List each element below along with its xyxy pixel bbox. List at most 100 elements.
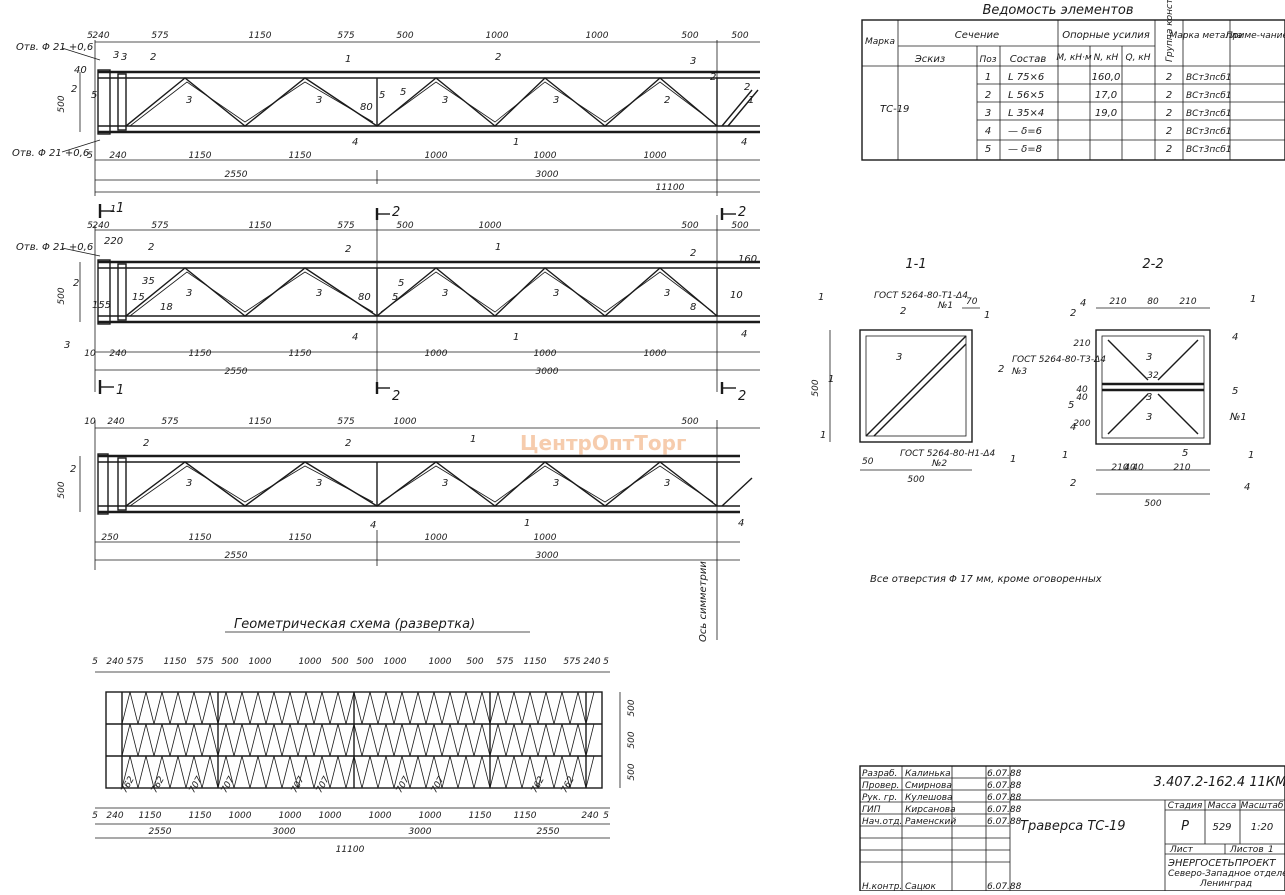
member-label: 3 [64, 340, 70, 351]
dim-value: 500 [356, 657, 373, 667]
member-label: 1 [1062, 450, 1068, 461]
member-label: 5 [379, 90, 385, 101]
member-label: 3 [316, 95, 322, 106]
table-mark: ТС-19 [880, 104, 909, 115]
dim-value: 240 [92, 31, 109, 41]
dim-value: 1000 [319, 811, 342, 821]
member-label: 5 [400, 87, 406, 98]
member-label: 4 [370, 520, 376, 531]
dim-value: 575 [151, 31, 168, 41]
table-title: Ведомость элементов [982, 3, 1133, 18]
table-cell: 2 [1166, 126, 1172, 137]
weld-note: ГОСТ 5264-80-Т1-Δ4 [874, 291, 968, 301]
tb-role: ГИП [862, 805, 881, 815]
table-header: Эскиз [914, 54, 945, 65]
dim-value: 5 [603, 811, 609, 821]
tb-value: Р [1181, 819, 1189, 834]
table-cell: 4 [985, 126, 991, 137]
dim-value: 1000 [534, 533, 557, 543]
hole-label: Отв. Φ 21 +0,6 [16, 242, 93, 253]
dim-value: 240 [581, 811, 598, 821]
member-label: 3 [553, 478, 559, 489]
dim-value: 200 [1073, 419, 1090, 429]
member-label: 1 [513, 137, 519, 148]
dim-value: 3000 [536, 367, 559, 377]
member-label: 3 [442, 95, 448, 106]
dim-value: 500 [731, 221, 748, 231]
dim-value: 1000 [425, 533, 448, 543]
member-label: 2 [1070, 478, 1076, 489]
dim-value: 80 [1147, 297, 1159, 307]
dim-value: 2550 [225, 551, 248, 561]
dim-value: 240 [109, 151, 126, 161]
diag-value: 707 [290, 775, 307, 795]
dim-value: 575 [496, 657, 513, 667]
table-cell: 2 [1166, 108, 1172, 119]
member-label: 3 [553, 95, 559, 106]
dim-value: 500 [57, 481, 67, 498]
dim-value: 3000 [536, 551, 559, 561]
member-label: 4 [1232, 332, 1238, 343]
section-2-2 [1095, 307, 1211, 495]
dim-value: 500 [627, 731, 637, 748]
tb-role: Н.контр. [862, 882, 902, 891]
dim-value: 1150 [289, 349, 312, 359]
tb-person: Калинька [905, 769, 951, 779]
drawing-name: Траверса ТС-19 [1020, 819, 1126, 834]
truss-view-1 [61, 40, 760, 196]
geometry-title: Геометрическая схема (развертка) [234, 617, 475, 632]
dim-value: 1150 [249, 417, 272, 427]
member-label: 2 [345, 244, 351, 255]
member-label: 4 [1080, 298, 1086, 309]
dim-value: 575 [126, 657, 143, 667]
member-label: 40 [74, 65, 87, 76]
member-label: 3 [186, 95, 192, 106]
member-label: 2 [148, 242, 154, 253]
member-label: 1 [820, 430, 826, 441]
dim-value: 50 [862, 457, 874, 467]
member-label: 1 [748, 95, 754, 106]
dim-value: 1000 [534, 151, 557, 161]
table-header: Состав [1010, 54, 1047, 65]
member-label: 18 [160, 302, 173, 313]
dim-value: 210 [1111, 463, 1128, 473]
tb-role: Провер. [862, 781, 899, 791]
member-label: 1 [513, 332, 519, 343]
table-header: M, кН·м [1056, 53, 1092, 63]
tb-person: Сацюк [905, 882, 937, 891]
dim-value: 500 [396, 31, 413, 41]
member-label: 5 [1182, 448, 1188, 459]
table-header: Марка [865, 37, 895, 47]
dim-value: 70 [966, 297, 978, 307]
member-label: 1 [1248, 450, 1254, 461]
weld-note: №3 [1011, 367, 1027, 377]
member-label: 3 [186, 478, 192, 489]
table-header: Марка металла [1170, 31, 1243, 41]
table-cell: — δ=8 [1008, 144, 1042, 155]
table-cell: 160,0 [1092, 72, 1121, 83]
member-label: 1 [470, 434, 476, 445]
dim-value: 1000 [419, 811, 442, 821]
dim-value: 11100 [336, 845, 365, 855]
general-note: Все отверстия Φ 17 мм, кроме оговоренных [870, 574, 1102, 585]
member-label: 5 [392, 292, 398, 303]
watermark-text: ЦентрОптТорг [520, 431, 686, 455]
member-label: 3 [442, 288, 448, 299]
dim-value: 1000 [425, 349, 448, 359]
dim-value: 1150 [189, 533, 212, 543]
tb-label: Масса [1208, 801, 1237, 811]
table-cell: ВСт3псб1 [1186, 145, 1232, 155]
tb-value: 1 [1268, 845, 1274, 855]
member-label: 10 [730, 290, 743, 301]
member-label: 160 [738, 254, 757, 265]
dim-value: 3000 [536, 170, 559, 180]
weld-note: ГОСТ 5264-80-Т3-Δ4 [1012, 355, 1106, 365]
dim-value: 2550 [537, 827, 560, 837]
member-label: 4 [352, 137, 358, 148]
diag-value: 762 [530, 775, 547, 795]
tb-person: Раменский [905, 817, 956, 827]
member-label: 3 [121, 52, 127, 63]
table-cell: L 75×6 [1008, 72, 1044, 83]
member-label: 4 [738, 518, 744, 529]
table-header: Q, кН [1125, 53, 1150, 63]
